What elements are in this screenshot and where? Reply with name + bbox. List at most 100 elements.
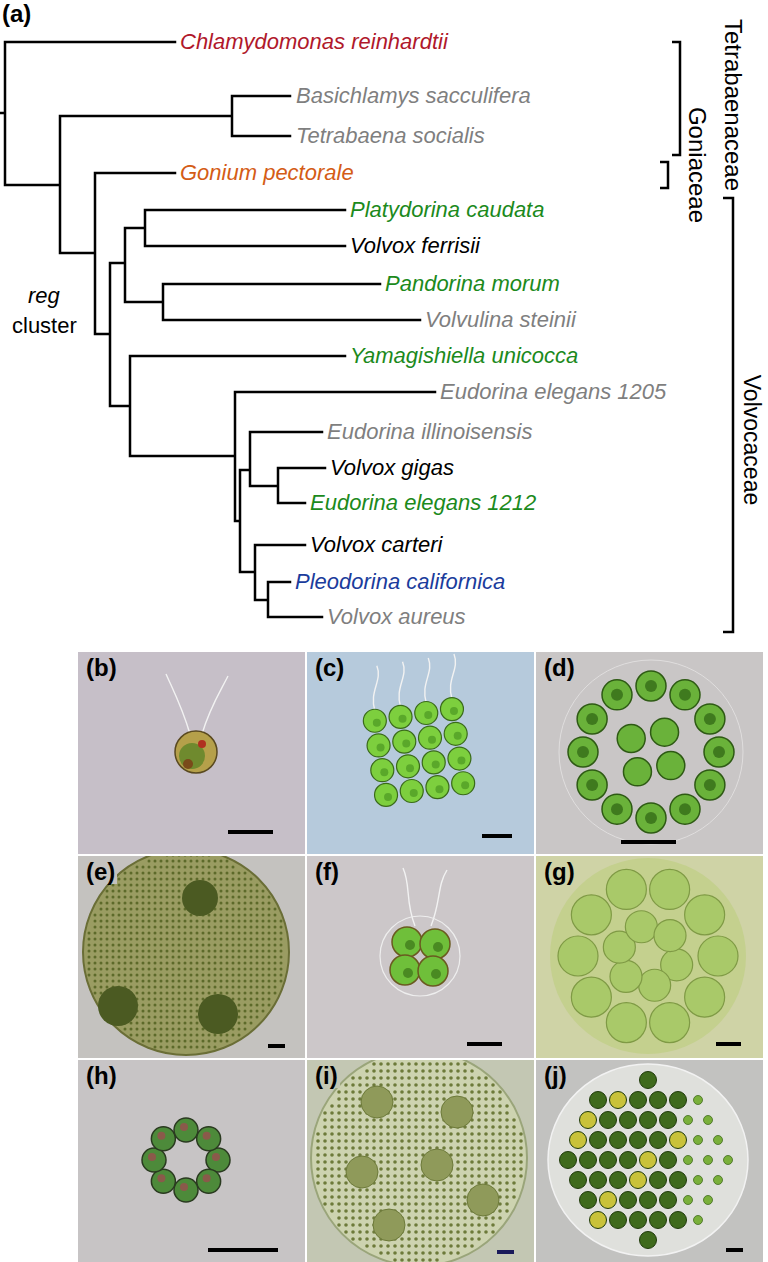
cell bbox=[323, 1146, 327, 1150]
cell bbox=[214, 944, 217, 947]
cell bbox=[180, 1183, 188, 1191]
cell bbox=[178, 908, 181, 911]
cell bbox=[160, 944, 163, 947]
cell bbox=[220, 968, 223, 971]
cell bbox=[220, 992, 223, 995]
cell bbox=[358, 1195, 362, 1199]
cell bbox=[250, 968, 253, 971]
cell bbox=[414, 1104, 418, 1108]
cell bbox=[414, 1097, 418, 1101]
cell bbox=[178, 884, 181, 887]
cell bbox=[498, 1209, 502, 1213]
cell bbox=[154, 914, 157, 917]
cell bbox=[202, 856, 205, 857]
cell bbox=[250, 932, 253, 935]
scale-bar bbox=[726, 1248, 743, 1252]
cell bbox=[337, 1223, 341, 1227]
cell bbox=[379, 1076, 383, 1080]
cell bbox=[393, 1153, 397, 1157]
cell bbox=[178, 944, 181, 947]
cell bbox=[421, 1132, 425, 1136]
cell bbox=[142, 1040, 145, 1043]
cell bbox=[407, 1167, 411, 1171]
cell bbox=[184, 856, 187, 857]
cell bbox=[124, 950, 127, 953]
cell bbox=[208, 1034, 211, 1037]
cell bbox=[372, 1146, 376, 1150]
cell bbox=[280, 926, 283, 929]
cell bbox=[428, 1097, 432, 1101]
micrograph-panel: (e) bbox=[78, 856, 305, 1058]
cell bbox=[386, 1132, 390, 1136]
cell bbox=[379, 1244, 383, 1248]
cell bbox=[232, 932, 235, 935]
cell bbox=[136, 962, 139, 965]
cell bbox=[118, 962, 121, 965]
cell bbox=[160, 890, 163, 893]
scale-bar bbox=[467, 1042, 502, 1046]
cell bbox=[414, 1111, 418, 1115]
cell bbox=[602, 680, 632, 710]
cell bbox=[704, 1196, 713, 1205]
cell bbox=[484, 1139, 488, 1143]
cell bbox=[202, 944, 205, 947]
cell bbox=[386, 1118, 390, 1122]
cell bbox=[484, 1132, 488, 1136]
cell bbox=[351, 1076, 355, 1080]
cell bbox=[351, 1139, 355, 1143]
cell bbox=[214, 980, 217, 983]
cell bbox=[148, 1040, 151, 1043]
cell bbox=[421, 1146, 425, 1150]
cell bbox=[226, 986, 229, 989]
cell bbox=[491, 1223, 495, 1227]
cell bbox=[361, 1086, 393, 1118]
cell bbox=[232, 896, 235, 899]
cell bbox=[392, 927, 422, 957]
cell bbox=[190, 1046, 193, 1049]
cell bbox=[670, 794, 700, 824]
cell bbox=[148, 974, 151, 977]
cell bbox=[238, 890, 241, 893]
cell bbox=[190, 932, 193, 935]
cell bbox=[178, 950, 181, 953]
cell bbox=[386, 1076, 390, 1080]
cell bbox=[449, 1083, 453, 1087]
cell bbox=[512, 1195, 516, 1199]
cell bbox=[470, 1160, 474, 1164]
micrograph-panel: (c) bbox=[307, 652, 534, 854]
cell bbox=[442, 1076, 446, 1080]
cell bbox=[351, 1223, 355, 1227]
cell bbox=[112, 980, 115, 983]
cell bbox=[130, 884, 133, 887]
micrograph bbox=[536, 1060, 763, 1262]
cell bbox=[358, 1118, 362, 1122]
cell bbox=[330, 1146, 334, 1150]
cell bbox=[238, 974, 241, 977]
cell bbox=[262, 902, 265, 905]
cell bbox=[136, 884, 139, 887]
cell bbox=[214, 932, 217, 935]
cell bbox=[220, 974, 223, 977]
cell bbox=[226, 902, 229, 905]
cell bbox=[400, 780, 423, 803]
cell bbox=[202, 920, 205, 923]
cell bbox=[112, 914, 115, 917]
cell bbox=[142, 1004, 145, 1007]
cell bbox=[414, 1083, 418, 1087]
cell bbox=[226, 992, 229, 995]
cell bbox=[274, 980, 277, 983]
cell bbox=[380, 768, 388, 776]
panel-background bbox=[78, 1060, 305, 1262]
cell bbox=[400, 1153, 404, 1157]
cell bbox=[484, 1230, 488, 1234]
cell bbox=[477, 1153, 481, 1157]
cell bbox=[379, 1160, 383, 1164]
cell bbox=[197, 1127, 221, 1151]
cell bbox=[118, 938, 121, 941]
cell bbox=[112, 896, 115, 899]
cell bbox=[178, 1034, 181, 1037]
cell bbox=[456, 1244, 460, 1248]
cell bbox=[232, 974, 235, 977]
cell bbox=[568, 737, 598, 767]
cell bbox=[344, 1202, 348, 1206]
